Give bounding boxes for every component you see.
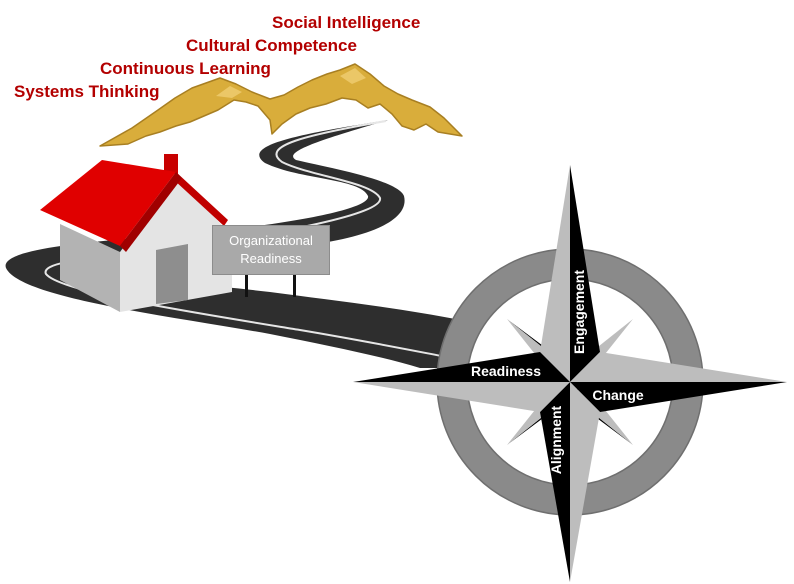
compass: Engagement Readiness Change Alignment (353, 165, 787, 582)
skill-continuous-learning: Continuous Learning (100, 59, 271, 78)
skill-systems-thinking: Systems Thinking (14, 82, 160, 101)
skill-cultural-competence: Cultural Competence (186, 36, 357, 55)
compass-label-engagement: Engagement (571, 270, 587, 354)
compass-label-readiness: Readiness (471, 363, 541, 379)
organizational-readiness-sign: Organizational Readiness (212, 225, 330, 275)
compass-label-alignment: Alignment (548, 405, 564, 474)
compass-label-change: Change (592, 387, 644, 403)
mountains (99, 63, 463, 147)
sign-label: Organizational Readiness (229, 233, 313, 266)
compass-point-south (570, 382, 600, 582)
house (40, 154, 232, 312)
compass-point-west (353, 382, 570, 412)
compass-main-points (353, 165, 787, 582)
compass-point-north (540, 165, 570, 382)
sign-posts (245, 275, 296, 297)
skill-social-intelligence: Social Intelligence (272, 13, 421, 32)
compass-point-east (570, 352, 787, 382)
